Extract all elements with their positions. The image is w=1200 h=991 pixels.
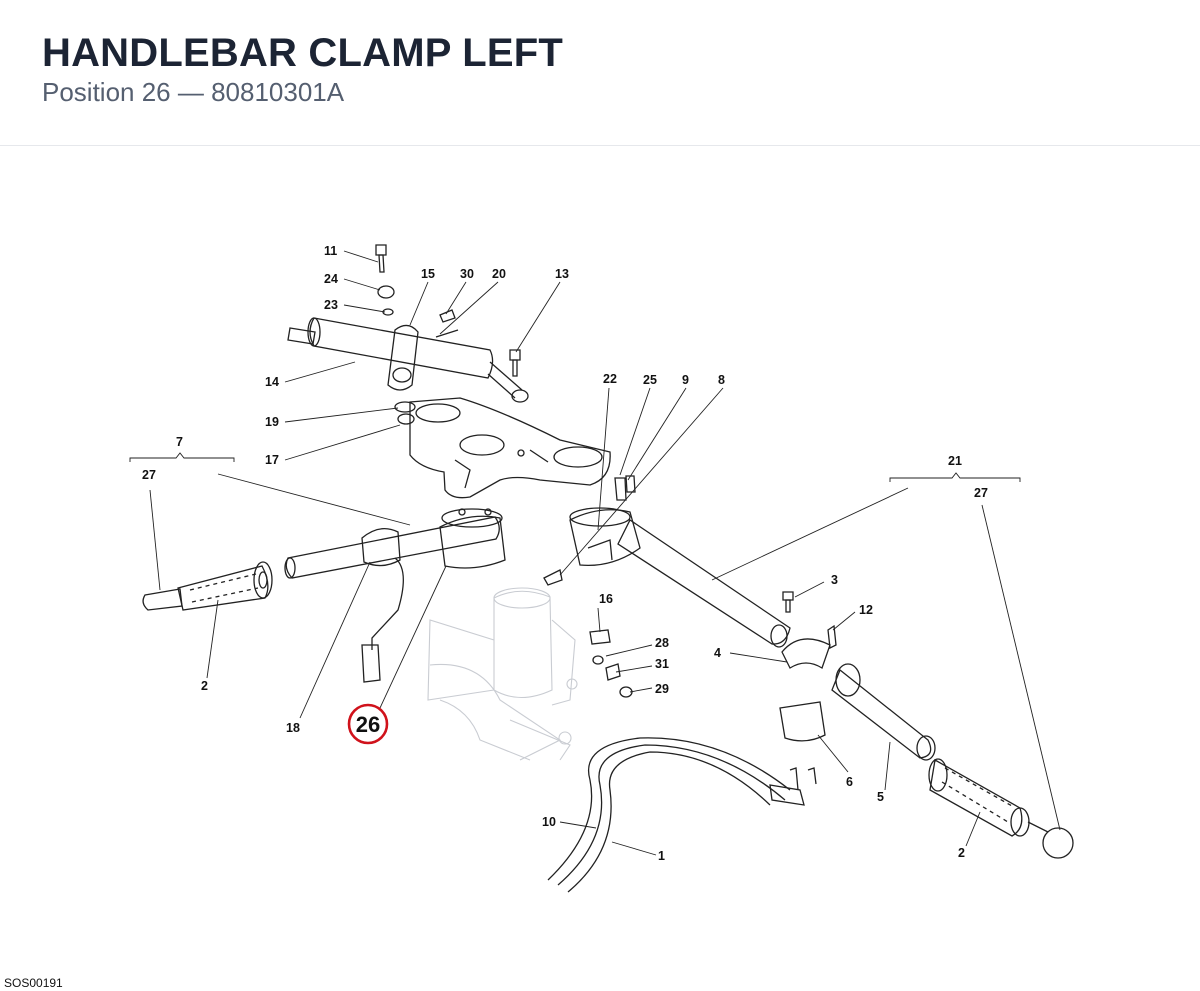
callout-16[interactable]: 16 [599,592,613,606]
header: HANDLEBAR CLAMP LEFT Position 26 — 80810… [0,0,1200,146]
callout-9[interactable]: 9 [682,373,689,387]
left-handlebar [284,508,506,683]
steering-damper [287,317,529,403]
callout-10[interactable]: 10 [542,815,556,829]
callout-25[interactable]: 25 [643,373,657,387]
callout-20[interactable]: 20 [492,267,506,281]
leader-lines [149,250,1061,856]
callout-3[interactable]: 3 [831,573,838,587]
callout-19[interactable]: 19 [265,415,279,429]
callout-6[interactable]: 6 [846,775,853,789]
frame-background [427,587,578,761]
throttle-cables [547,737,817,893]
callout-18[interactable]: 18 [286,721,300,735]
callout-13[interactable]: 13 [555,267,569,281]
left-grip [142,561,273,611]
callout-28[interactable]: 28 [655,636,669,650]
callout-22[interactable]: 22 [603,372,617,386]
callout-30[interactable]: 30 [460,267,474,281]
callout-23[interactable]: 23 [324,298,338,312]
steering-yoke [409,397,611,499]
throttle-housing [779,591,837,742]
callout-4[interactable]: 4 [714,646,721,660]
callout-7[interactable]: 7 [176,435,183,449]
callout-5[interactable]: 5 [877,790,884,804]
throttle-tube [831,663,936,761]
callout-24[interactable]: 24 [324,272,338,286]
mount-bolts [589,629,633,698]
highlight-label: 26 [356,712,380,737]
callout-14[interactable]: 14 [265,375,279,389]
highlight-ring [347,703,389,745]
callout-8[interactable]: 8 [718,373,725,387]
callout-1[interactable]: 1 [658,849,665,863]
callout-17[interactable]: 17 [265,453,279,467]
callout-labels: 11 24 23 15 30 20 13 14 19 17 7 27 22 25… [142,244,988,863]
highlight-callout-26[interactable]: 26 [347,703,389,745]
callout-2-right[interactable]: 2 [958,846,965,860]
page-subtitle: Position 26 — 80810301A [42,77,345,107]
callout-29[interactable]: 29 [655,682,669,696]
callout-12[interactable]: 12 [859,603,873,617]
callout-31[interactable]: 31 [655,657,669,671]
right-grip [928,758,1074,859]
right-handlebar [543,475,791,648]
callout-2-left[interactable]: 2 [201,679,208,693]
figure-code: SOS00191 [4,976,63,990]
group-brackets [129,452,1021,482]
callout-27-left[interactable]: 27 [142,468,156,482]
callout-21[interactable]: 21 [948,454,962,468]
callout-27-right[interactable]: 27 [974,486,988,500]
page-title: HANDLEBAR CLAMP LEFT [42,31,564,75]
callout-15[interactable]: 15 [421,267,435,281]
callout-11[interactable]: 11 [324,244,337,258]
